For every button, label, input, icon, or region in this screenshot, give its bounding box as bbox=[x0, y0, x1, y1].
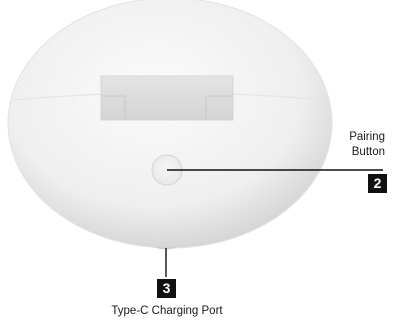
pairing-button-label-line2: Button bbox=[351, 146, 385, 158]
callout-badge-3: 3 bbox=[157, 279, 176, 298]
charging-port-label: Type-C Charging Port bbox=[111, 305, 223, 317]
case-body bbox=[7, 0, 333, 249]
window-inner-left bbox=[101, 95, 126, 120]
case-window bbox=[100, 75, 234, 121]
pairing-button-label-line1: Pairing bbox=[349, 131, 385, 143]
callout-badge-2: 2 bbox=[368, 174, 387, 193]
window-inner-right bbox=[205, 95, 233, 120]
